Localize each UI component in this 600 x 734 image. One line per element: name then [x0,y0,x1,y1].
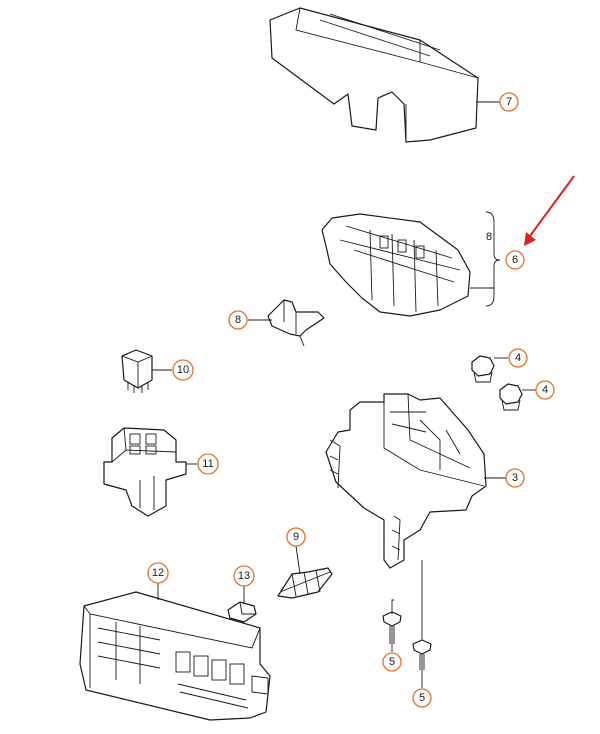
part-12-fuse-box[interactable] [79,591,271,721]
lead-9 [295,545,301,575]
part-5-bolt-a[interactable] [382,599,402,644]
part-6-relay-carrier[interactable] [321,213,471,317]
callout-9-label: 9 [293,531,299,543]
callout-4a-label: 4 [515,352,521,364]
part-3-bracket[interactable] [325,393,487,569]
callout-12-label: 12 [152,567,164,579]
callout-3[interactable]: 3 [505,468,525,488]
part-4-nut-b[interactable] [499,383,523,411]
part-11-relay-socket[interactable] [103,427,187,517]
part-5-bolt-b[interactable] [412,560,432,670]
part-9-fuse-strip[interactable] [277,567,333,599]
callout-11[interactable]: 11 [197,453,219,475]
callout-3-label: 3 [512,472,518,484]
bracket-6 [470,211,501,307]
callout-6[interactable]: 6 [505,250,525,270]
callout-8-clip-label: 8 [235,314,241,326]
callout-5a-label: 5 [389,656,395,668]
callout-13[interactable]: 13 [233,565,255,587]
callout-4b[interactable]: 4 [535,380,555,400]
callout-7-label: 7 [506,96,512,108]
highlight-arrow [524,175,575,246]
part-4-nut-a[interactable] [471,355,495,383]
callout-5a[interactable]: 5 [382,652,402,672]
callout-5b[interactable]: 5 [412,688,432,708]
callout-5b-label: 5 [419,692,425,704]
part-7-cover[interactable] [269,7,479,143]
callout-13-label: 13 [238,570,250,582]
callout-8-carrier-label: 8 [486,231,492,243]
callout-4a[interactable]: 4 [508,348,528,368]
callout-4b-label: 4 [542,384,548,396]
part-13-blade-fuse[interactable] [227,601,257,623]
part-10-relay[interactable] [121,349,153,393]
callout-6-label: 6 [512,254,518,266]
callout-10[interactable]: 10 [172,359,194,381]
callout-8-carrier[interactable]: 8 [486,231,492,243]
part-8-clip[interactable] [267,299,325,347]
callout-12[interactable]: 12 [147,562,169,584]
callout-10-label: 10 [177,364,189,376]
callout-9[interactable]: 9 [286,527,306,547]
callout-7[interactable]: 7 [499,92,519,112]
callout-8-clip[interactable]: 8 [228,310,248,330]
callout-11-label: 11 [202,458,213,470]
